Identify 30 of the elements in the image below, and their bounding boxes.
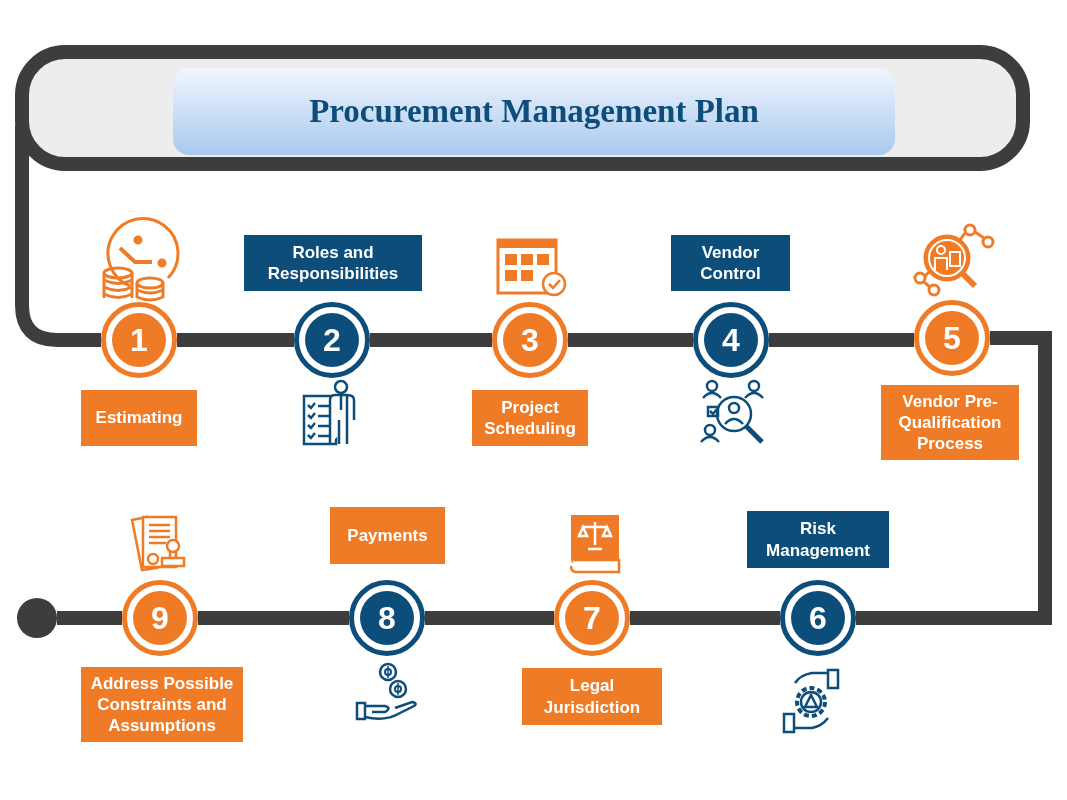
- step-label: Payments: [330, 507, 445, 564]
- step-label: Estimating: [81, 390, 197, 446]
- step-number: 4: [722, 324, 740, 356]
- step-number: 9: [151, 602, 169, 634]
- step-label: Address Possible Constraints and Assumptions: [81, 667, 243, 742]
- step-number: 1: [130, 324, 148, 356]
- title: Procurement Management Plan: [309, 93, 759, 130]
- step-number: 8: [378, 602, 396, 634]
- step-number: 3: [521, 324, 539, 356]
- track-line: [425, 611, 554, 625]
- track-line: [568, 333, 693, 347]
- step-number: 5: [943, 322, 961, 354]
- step-number: 2: [323, 324, 341, 356]
- track-line: [198, 611, 349, 625]
- step-label: Vendor Pre-Qualification Process: [881, 385, 1019, 460]
- step-label: Project Scheduling: [472, 390, 588, 446]
- track-line: [856, 331, 1052, 625]
- track-line: [769, 333, 914, 347]
- step-number: 7: [583, 602, 601, 634]
- step-label: Legal Jurisdiction: [522, 668, 662, 725]
- track-line: [630, 611, 780, 625]
- track-line: [57, 611, 122, 625]
- step-label: Roles and Responsibilities: [244, 235, 422, 291]
- step-label: Risk Management: [747, 511, 889, 568]
- step-label: Vendor Control: [671, 235, 790, 291]
- end-dot: [17, 598, 57, 638]
- step-number: 6: [809, 602, 827, 634]
- track-line: [15, 126, 101, 347]
- track-line: [370, 333, 492, 347]
- track-line: [177, 333, 294, 347]
